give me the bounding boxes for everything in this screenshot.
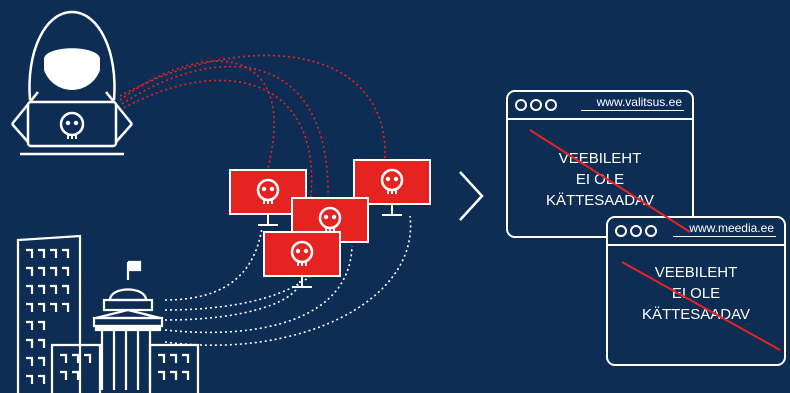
- error-line-2: EI OLE: [575, 171, 625, 188]
- error-message: VEEBILEHT EI OLE KÄTTESAADAV: [608, 262, 784, 325]
- hacker-icon: [11, 10, 133, 156]
- window-dot-icon: [615, 225, 627, 237]
- hacker-skull-icon: [59, 111, 85, 139]
- infected-computer-icon: [353, 159, 431, 216]
- error-line-1: VEEBILEHT: [558, 150, 642, 167]
- website-window-media: www.meedia.ee VEEBILEHT EI OLE KÄTTESAAD…: [606, 216, 786, 366]
- infected-computer-icon: [263, 231, 341, 288]
- window-dot-icon: [515, 99, 527, 111]
- window-dot-icon: [645, 225, 657, 237]
- chevron-right-icon: [459, 171, 484, 221]
- skull-icon: [290, 240, 314, 266]
- window-dot-icon: [545, 99, 557, 111]
- browser-titlebar: www.valitsus.ee: [508, 92, 692, 120]
- error-line-2: EI OLE: [671, 285, 721, 302]
- website-url: www.valitsus.ee: [580, 95, 684, 111]
- window-dot-icon: [530, 99, 542, 111]
- command-lines: [119, 54, 386, 233]
- browser-titlebar: www.meedia.ee: [608, 218, 784, 246]
- government-building-icon: [16, 234, 200, 393]
- error-line-3: KÄTTESAADAV: [641, 306, 751, 323]
- infected-computers: [229, 159, 431, 288]
- skull-icon: [380, 168, 404, 194]
- error-message: VEEBILEHT EI OLE KÄTTESAADAV: [508, 148, 692, 211]
- window-dot-icon: [630, 225, 642, 237]
- skull-icon: [256, 178, 280, 204]
- website-url: www.meedia.ee: [673, 221, 776, 237]
- infected-computer-icon: [229, 169, 307, 226]
- error-line-3: KÄTTESAADAV: [545, 192, 655, 209]
- error-line-1: VEEBILEHT: [654, 264, 738, 281]
